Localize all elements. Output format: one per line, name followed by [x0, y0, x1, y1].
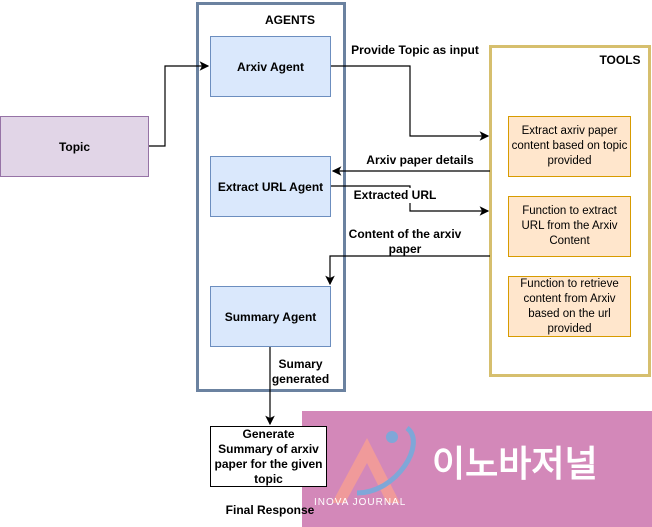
tool-retrieve-content[interactable]: Function to retrieve content from Arxiv …	[508, 276, 631, 337]
watermark-banner: INOVA JOURNAL 이노바저널	[302, 411, 652, 527]
tool-extract-paper[interactable]: Extract axriv paper content based on top…	[508, 116, 631, 177]
watermark-korean: 이노바저널	[432, 443, 598, 484]
summary-agent-node[interactable]: Summary Agent	[210, 286, 331, 347]
tools-title: TOOLS	[599, 53, 641, 67]
edge-content	[325, 255, 490, 286]
final-output-node[interactable]: Generate Summary of arxiv paper for the …	[210, 426, 327, 487]
label-provide-topic: Provide Topic as input	[351, 43, 479, 57]
edge-arxiv-tools	[331, 65, 490, 141]
final-response-label: Final Response	[225, 503, 315, 517]
arxiv-agent-node[interactable]: Arxiv Agent	[210, 36, 331, 97]
inova-logo-icon	[332, 426, 416, 503]
topic-node[interactable]: Topic	[0, 116, 149, 177]
edge-topic-arxiv	[149, 61, 210, 147]
label-extracted-url: Extracted URL	[350, 188, 440, 203]
extract-url-agent-node[interactable]: Extract URL Agent	[210, 156, 331, 217]
label-content: Content of the arxiv paper	[348, 227, 462, 256]
agents-title: AGENTS	[264, 13, 315, 27]
label-paper-details: Arxiv paper details	[366, 153, 474, 167]
label-summary-generated: Sumary generated	[271, 357, 330, 386]
tool-extract-url[interactable]: Function to extract URL from the Arxiv C…	[508, 196, 631, 257]
agents-container	[196, 2, 346, 392]
tools-container	[489, 45, 651, 377]
watermark-brand: INOVA JOURNAL	[314, 497, 407, 508]
